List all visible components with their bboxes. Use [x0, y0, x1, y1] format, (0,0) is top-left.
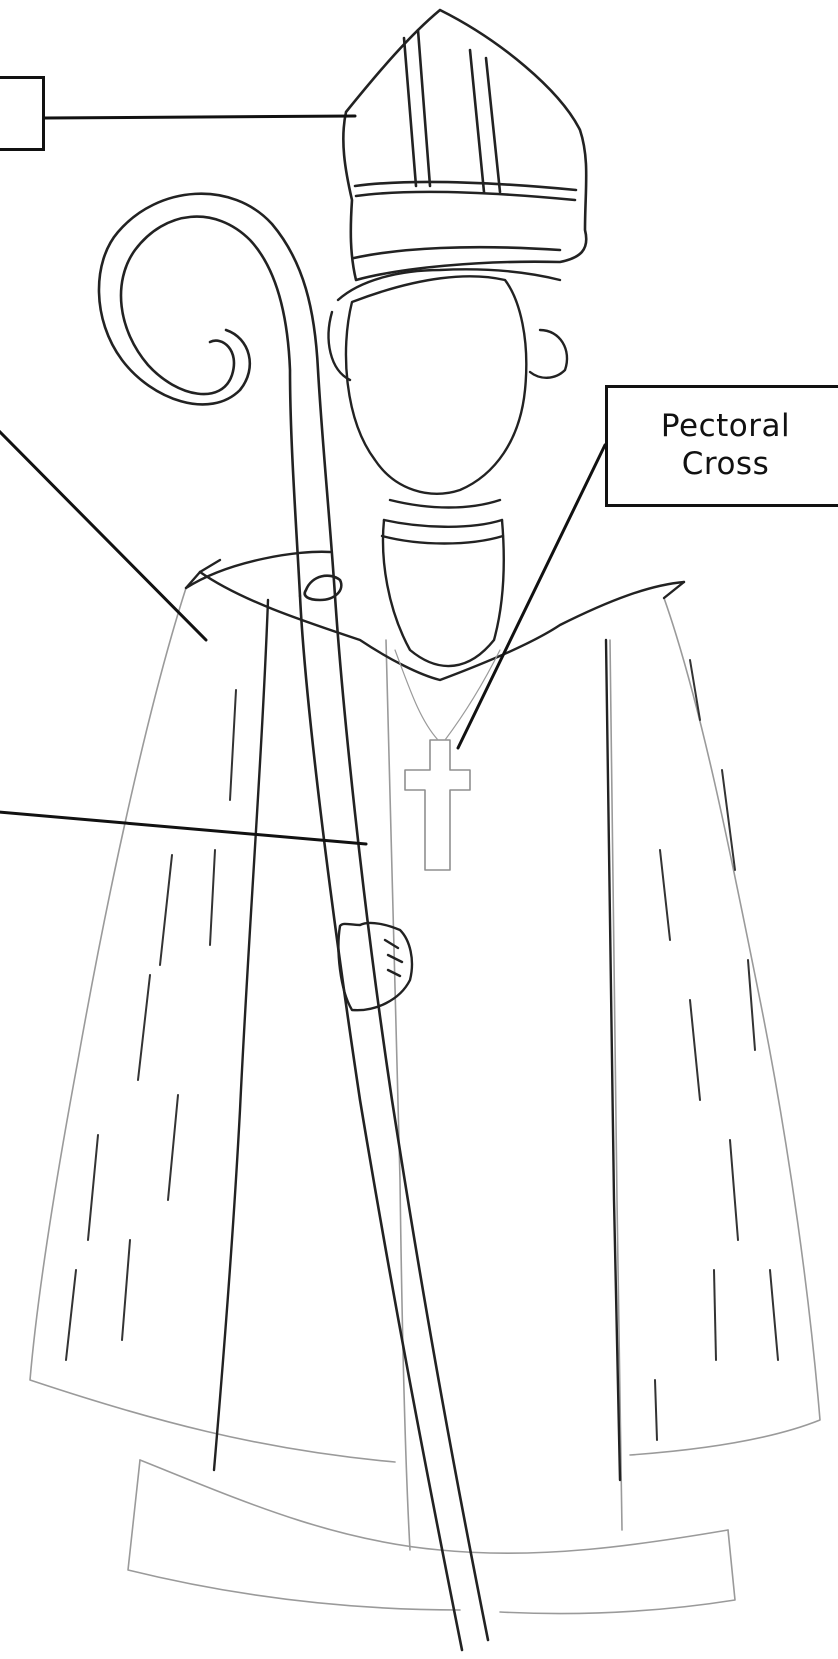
pectoral-cross-drawing: [405, 740, 470, 870]
label-box-pectoral-cross: Pectoral Cross: [605, 385, 838, 507]
cope-bands: [186, 552, 684, 1480]
leader-line-mitre: [45, 116, 355, 118]
leader-lines: [0, 116, 605, 844]
mitre: [343, 10, 586, 280]
cope-strokes: [66, 660, 778, 1440]
crozier: [99, 194, 488, 1650]
leader-line-cope: [0, 430, 206, 640]
face: [346, 276, 526, 493]
label-box-mitre: [0, 76, 45, 151]
hand: [339, 923, 412, 1010]
label-pectoral-cross-line-2: Cross: [661, 446, 790, 484]
label-pectoral-cross-line-1: Pectoral: [661, 408, 790, 446]
label-pectoral-cross-text: Pectoral Cross: [661, 408, 790, 484]
hair: [329, 269, 567, 380]
leader-line-crozier: [0, 812, 366, 844]
leader-line-pectoral-cross: [458, 445, 605, 748]
collar: [382, 500, 504, 666]
